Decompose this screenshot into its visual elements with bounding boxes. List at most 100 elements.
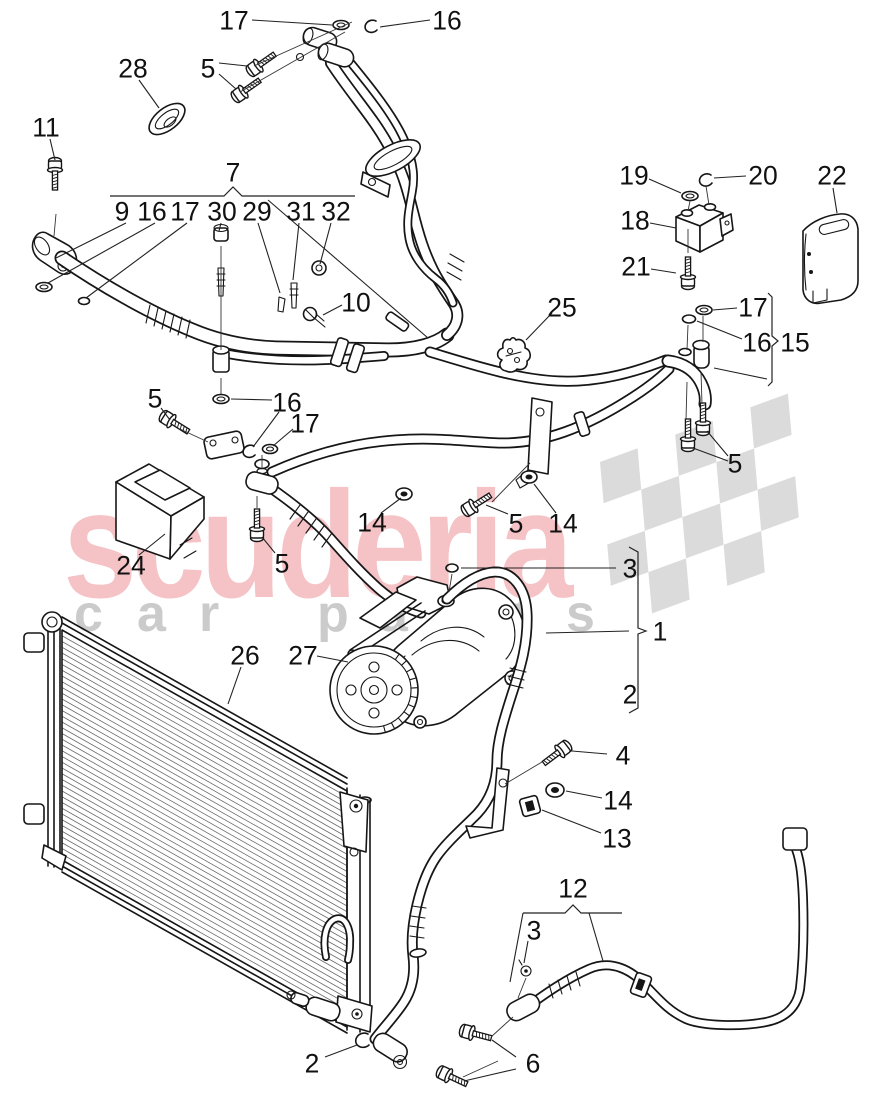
leader-line	[692, 447, 729, 462]
callout-label-2: 2	[623, 680, 638, 710]
watermark-letter: p	[317, 585, 349, 643]
callout-label-28: 28	[118, 54, 147, 84]
bolt	[679, 418, 697, 453]
leader-line	[713, 367, 768, 380]
leader-line	[272, 428, 294, 447]
expansion-valve	[675, 173, 734, 253]
callout-label-21: 21	[621, 252, 650, 282]
callout-label-12: 12	[558, 874, 587, 904]
callout-label-5: 5	[148, 384, 163, 414]
leader-line	[227, 666, 242, 705]
leader-line	[322, 304, 343, 316]
leader-line	[463, 1068, 517, 1082]
leader-line	[251, 19, 333, 26]
leader-line	[319, 222, 332, 265]
watermark-letter: s	[566, 585, 595, 643]
leader-line	[267, 199, 429, 339]
leader-line	[523, 940, 529, 964]
callout-label-7: 7	[226, 158, 241, 188]
leader-line	[712, 307, 738, 311]
leader-line	[379, 19, 431, 28]
leader-line	[380, 497, 402, 514]
bolt	[460, 492, 493, 518]
callout-label-5: 5	[728, 449, 743, 479]
callout-label-30: 30	[207, 197, 236, 227]
pipe-assembly	[54, 26, 675, 619]
leader-line	[533, 483, 557, 514]
leader-line	[525, 312, 553, 341]
leader-line	[85, 222, 188, 299]
leader-line	[292, 222, 300, 281]
leader-line	[55, 222, 127, 259]
callout-label-14: 14	[603, 786, 632, 816]
callout-label-19: 19	[619, 161, 648, 191]
valve-cover	[802, 213, 859, 305]
air-duct	[115, 463, 205, 560]
leader-line	[324, 1044, 358, 1058]
leader-line	[648, 178, 682, 194]
oval-grommet	[148, 102, 186, 136]
callout-label-17: 17	[290, 409, 319, 439]
refrigerant-hose-1	[369, 566, 542, 1070]
leader-line	[261, 536, 276, 554]
callout-bracket	[767, 292, 779, 387]
bolt	[694, 402, 712, 437]
bolt	[46, 156, 64, 191]
refrigerant-hose-12	[506, 827, 809, 1031]
callout-label-15: 15	[780, 328, 809, 358]
leader-line	[491, 1039, 517, 1058]
leader-line	[571, 750, 608, 755]
leader-line	[138, 79, 160, 109]
seals	[35, 19, 565, 1049]
bolt	[248, 508, 266, 543]
leader-line	[252, 411, 280, 448]
callout-label-20: 20	[748, 161, 777, 191]
checkered-flag-watermark	[600, 393, 799, 614]
callout-label-16: 16	[272, 388, 301, 418]
bolt	[435, 1065, 469, 1088]
callout-label-5: 5	[509, 509, 524, 539]
leader-line	[713, 175, 747, 179]
watermark-letter: c	[74, 585, 103, 643]
bolt	[679, 256, 697, 291]
callout-label-13: 13	[602, 824, 631, 854]
callout-label-1: 1	[653, 617, 668, 647]
callout-bracket	[110, 186, 355, 197]
callout-label-14: 14	[548, 509, 577, 539]
callout-label-32: 32	[321, 197, 350, 227]
callout-label-5: 5	[201, 54, 216, 84]
callout-label-14: 14	[357, 508, 386, 538]
callout-label-2: 2	[305, 1049, 320, 1079]
bolt	[158, 409, 191, 435]
callout-label-18: 18	[620, 206, 649, 236]
callout-label-11: 11	[32, 113, 60, 143]
leader-line	[541, 809, 602, 834]
callout-label-25: 25	[547, 293, 576, 323]
leader-line	[230, 398, 273, 401]
leader-line	[49, 138, 56, 161]
callout-label-16: 16	[432, 6, 461, 36]
callout-label-9: 9	[115, 197, 130, 227]
leader-line	[316, 655, 349, 663]
bolts	[46, 51, 712, 1088]
leader-line	[649, 222, 677, 229]
leader-line	[696, 320, 743, 340]
callout-bracket	[628, 546, 648, 714]
callout-label-5: 5	[275, 549, 290, 579]
callout-label-26: 26	[230, 641, 259, 671]
watermark-letter: r	[199, 585, 219, 643]
leader-line	[138, 533, 166, 556]
callout-label-16: 16	[742, 328, 771, 358]
watermark: scuderia carparts	[63, 393, 799, 643]
callout-label-27: 27	[288, 641, 317, 671]
callout-label-22: 22	[817, 161, 846, 191]
bolt	[245, 51, 278, 78]
bolt	[541, 739, 573, 767]
callout-label-29: 29	[242, 197, 271, 227]
leader-line	[160, 407, 171, 421]
leader-line	[485, 504, 509, 515]
leader-line	[545, 630, 630, 634]
